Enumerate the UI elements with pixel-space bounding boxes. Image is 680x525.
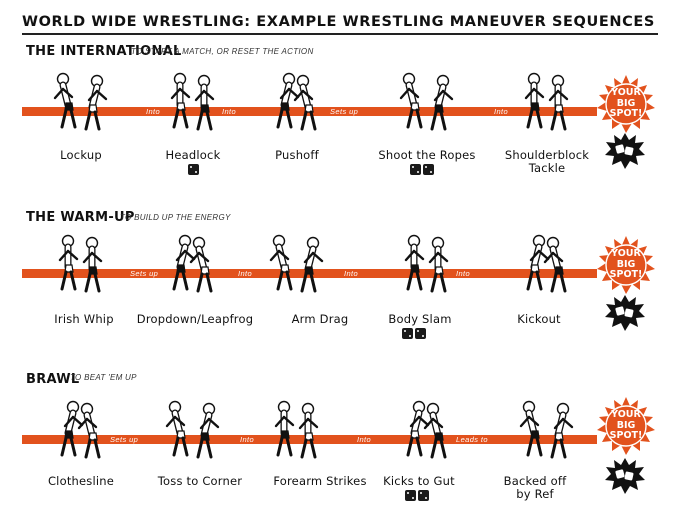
move-label: Forearm Strikes — [273, 474, 367, 488]
sequence-description: to build up the energy — [120, 213, 231, 222]
wrestler-figure — [60, 400, 101, 459]
wrestler-figure — [269, 234, 324, 293]
connector-label: Into — [357, 435, 372, 444]
die-icon — [405, 490, 416, 501]
wrestler-figure — [404, 234, 449, 293]
title-underline — [22, 33, 658, 35]
burst-text: YOUR BIG SPOT! — [597, 236, 655, 294]
move-label: Irish Whip — [54, 312, 114, 326]
burst-shape — [597, 397, 655, 455]
move-label-line: Shoulderblock — [504, 148, 590, 162]
die-icon — [402, 328, 413, 339]
wrestler-figure — [399, 72, 454, 131]
wrestler-figure — [170, 72, 215, 131]
move-label-line: Tackle — [528, 161, 566, 175]
die-icon — [418, 490, 429, 501]
connector-label: Into — [344, 269, 359, 278]
connector-label: Sets up — [110, 435, 139, 444]
burst-line: SPOT! — [609, 108, 643, 120]
dice-burst-icon — [605, 133, 645, 169]
connector-label: Into — [494, 107, 509, 116]
sequence-name: The Warm-Up — [26, 210, 135, 225]
wrestler-figure — [519, 400, 574, 459]
die-icon — [410, 164, 421, 175]
dice-rating — [173, 164, 213, 175]
burst-shape — [597, 236, 655, 294]
wrestler-figure — [276, 72, 317, 131]
burst-line: SPOT! — [609, 269, 643, 281]
wrestler-figure — [53, 72, 108, 131]
die-icon — [187, 164, 199, 175]
burst-text: YOUR BIG SPOT! — [597, 75, 655, 133]
move-label: Toss to Corner — [157, 474, 243, 488]
burst-line: YOUR — [611, 87, 641, 99]
connector-label: Leads to — [456, 435, 488, 444]
wrestler-figure — [524, 72, 569, 131]
connector-label: Into — [238, 269, 253, 278]
burst-line: SPOT! — [609, 430, 643, 442]
dice-rating — [402, 164, 442, 175]
burst-line: BIG — [616, 97, 636, 109]
die-icon — [415, 328, 426, 339]
move-label: Kicks to Gut — [383, 474, 455, 488]
connector-label: Sets up — [330, 107, 359, 116]
wrestler-figure — [274, 400, 319, 459]
burst-line: YOUR — [611, 248, 641, 260]
move-label: Dropdown/Leapfrog — [136, 312, 254, 326]
sequence-description: to start a match, or reset the action — [131, 47, 314, 56]
move-label-multiline: Backed off by Ref — [475, 475, 595, 501]
move-label: Kickout — [517, 312, 561, 326]
burst-line: BIG — [616, 258, 636, 270]
move-label: Pushoff — [275, 148, 319, 162]
wrestler-figure — [165, 400, 220, 459]
move-label-multiline: Shoulderblock Tackle — [487, 149, 607, 175]
connector-label: Into — [456, 269, 471, 278]
burst-shape — [597, 75, 655, 133]
burst-text: YOUR BIG SPOT! — [597, 397, 655, 455]
move-label: Arm Drag — [291, 312, 349, 326]
dice-burst-icon — [605, 458, 645, 494]
big-spot-burst: YOUR BIG SPOT! — [597, 75, 655, 133]
wrestler-figure — [526, 234, 567, 293]
connector-label: Into — [240, 435, 255, 444]
dice-rating — [397, 490, 437, 501]
page-title: World Wide Wrestling: Example Wrestling … — [22, 14, 655, 30]
move-label: Lockup — [60, 148, 102, 162]
connector-label: Sets up — [130, 269, 159, 278]
big-spot-burst: YOUR BIG SPOT! — [597, 397, 655, 455]
burst-line: YOUR — [611, 409, 641, 421]
move-label-line: by Ref — [516, 487, 554, 501]
move-label: Clothesline — [47, 474, 115, 488]
connector-label: Into — [146, 107, 161, 116]
connector-label: Into — [222, 107, 237, 116]
sequence-description: to beat 'em up — [70, 373, 137, 382]
sequence-name: Brawl — [26, 372, 80, 387]
wrestler-figure — [172, 234, 213, 293]
burst-line: BIG — [616, 419, 636, 431]
sequence-name: The International — [26, 44, 182, 59]
wrestler-figure — [406, 400, 447, 459]
dice-rating — [394, 328, 434, 339]
move-label: Headlock — [165, 148, 221, 162]
big-spot-burst: YOUR BIG SPOT! — [597, 236, 655, 294]
dice-burst-icon — [605, 295, 645, 331]
move-label: Body Slam — [388, 312, 452, 326]
move-label: Shoot the Ropes — [378, 148, 476, 162]
die-icon — [423, 164, 434, 175]
wrestler-figure — [58, 234, 103, 293]
move-label-line: Backed off — [503, 474, 567, 488]
